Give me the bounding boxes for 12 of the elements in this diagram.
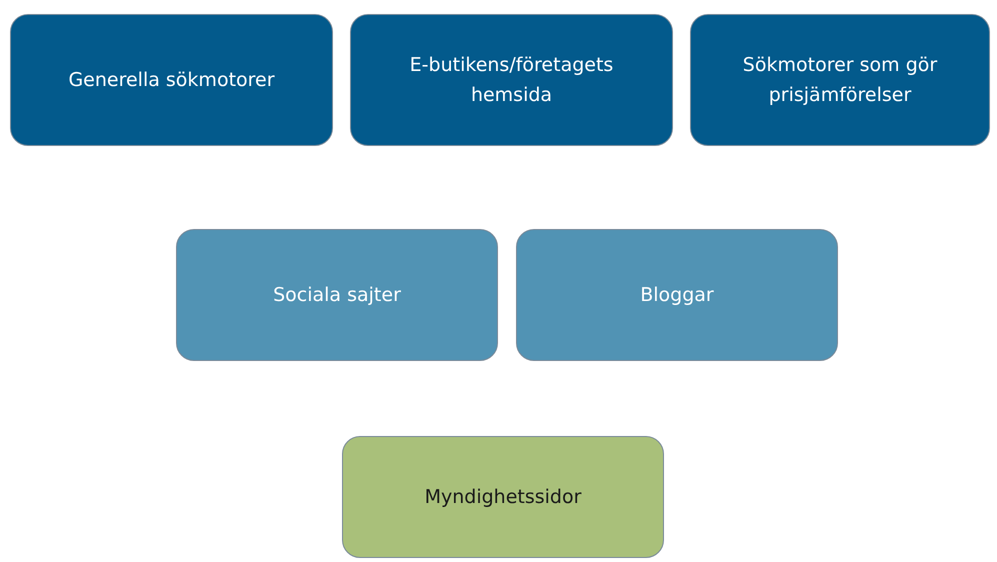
rounded-box <box>350 14 673 146</box>
box-label: Myndighetssidor <box>424 485 582 510</box>
box-label: Generella sökmotorer <box>67 68 276 93</box>
box-label: Sociala sajter <box>272 283 402 308</box>
box-label: Bloggar <box>639 283 715 308</box>
box-label: Sökmotorer som gör prisjämförelser <box>742 53 938 108</box>
box-label: E-butikens/företagets hemsida <box>408 53 614 108</box>
rounded-box <box>690 14 990 146</box>
rounded-box <box>516 229 838 361</box>
rounded-box <box>10 14 333 146</box>
rounded-box <box>342 436 664 558</box>
rounded-box <box>176 229 498 361</box>
